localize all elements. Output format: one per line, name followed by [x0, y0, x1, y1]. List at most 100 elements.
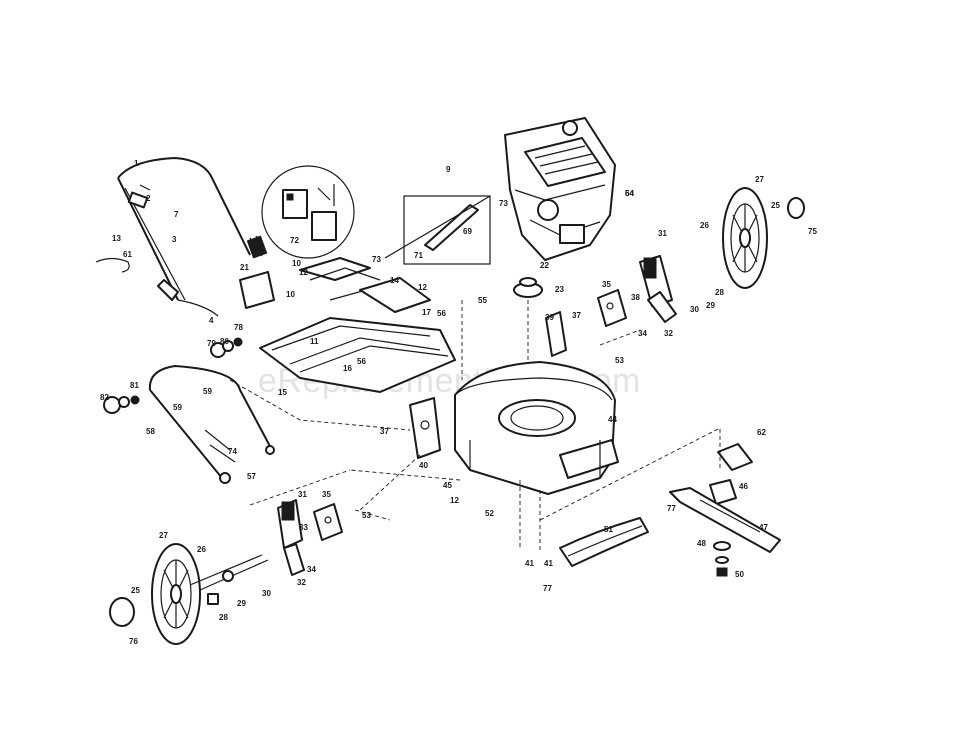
- callout-59-1: 59: [203, 387, 212, 396]
- callout-27-2: 27: [159, 531, 168, 540]
- callout-10-2: 10: [292, 259, 301, 268]
- callout-55: 55: [478, 296, 487, 305]
- callout-2: 2: [146, 194, 151, 203]
- rear-baffle: [559, 517, 649, 567]
- callout-15: 15: [278, 388, 287, 397]
- callout-53-2: 53: [362, 511, 371, 520]
- detail-circle: [261, 165, 355, 259]
- callout-64: 64: [625, 189, 634, 198]
- callout-76: 76: [129, 637, 138, 646]
- callout-30-2: 30: [262, 589, 271, 598]
- callout-56-1: 56: [437, 309, 446, 318]
- callout-21: 21: [240, 263, 249, 272]
- callout-9: 9: [446, 165, 451, 174]
- callout-47: 47: [759, 523, 768, 532]
- callout-32-2: 32: [297, 578, 306, 587]
- callout-74: 74: [228, 447, 237, 456]
- callout-37-2: 37: [380, 427, 389, 436]
- lower-handle: [148, 365, 275, 484]
- callout-26-1: 26: [700, 221, 709, 230]
- callout-81: 81: [130, 381, 139, 390]
- engine: [504, 117, 616, 261]
- callout-25-2: 25: [131, 586, 140, 595]
- callout-34-2: 34: [307, 565, 316, 574]
- callout-29-1: 29: [706, 301, 715, 310]
- blade-adapter: [709, 443, 753, 505]
- axle-lower: [189, 554, 269, 605]
- callout-12-3: 12: [450, 496, 459, 505]
- callout-38: 38: [631, 293, 640, 302]
- callout-10-1: 10: [286, 290, 295, 299]
- callout-12-2: 12: [418, 283, 427, 292]
- callout-39: 39: [545, 313, 554, 322]
- callout-31-1: 31: [658, 229, 667, 238]
- side-plate: [545, 311, 567, 357]
- callout-7: 7: [174, 210, 179, 219]
- callout-77-2: 77: [667, 504, 676, 513]
- callout-69: 69: [463, 227, 472, 236]
- callout-4: 4: [209, 316, 214, 325]
- callout-50: 50: [735, 570, 744, 579]
- battery-box: [239, 271, 275, 309]
- link-rod-box: [384, 195, 491, 265]
- callout-28-1: 28: [715, 288, 724, 297]
- front-wheel-left: [151, 543, 201, 645]
- bracket-lower: [313, 503, 343, 541]
- callout-11: 11: [310, 337, 319, 346]
- height-adjuster-upper: [639, 255, 677, 323]
- callout-41-2: 41: [544, 559, 553, 568]
- rear-wheel-right: [722, 187, 768, 289]
- callout-80: 80: [220, 337, 229, 346]
- callout-61: 61: [123, 250, 132, 259]
- callout-79: 79: [207, 339, 216, 348]
- callout-44: 44: [608, 415, 617, 424]
- callout-17: 17: [422, 308, 431, 317]
- callout-35-1: 35: [602, 280, 611, 289]
- callout-22: 22: [540, 261, 549, 270]
- callout-77-1: 77: [543, 584, 552, 593]
- callout-41-1: 41: [525, 559, 534, 568]
- callout-16: 16: [343, 364, 352, 373]
- callout-73-1: 73: [499, 199, 508, 208]
- callout-73-2: 73: [372, 255, 381, 264]
- callout-29-2: 29: [237, 599, 246, 608]
- callout-25-1: 25: [771, 201, 780, 210]
- mower-deck: [454, 361, 619, 495]
- callout-33: 33: [299, 523, 308, 532]
- callout-72: 72: [290, 236, 299, 245]
- callout-59-2: 59: [173, 403, 182, 412]
- drive-pulley: [513, 277, 543, 360]
- callout-57: 57: [247, 472, 256, 481]
- callout-56-2: 56: [357, 357, 366, 366]
- callout-52: 52: [485, 509, 494, 518]
- blade: [669, 487, 781, 553]
- callout-51: 51: [604, 525, 613, 534]
- front-bracket: [409, 397, 441, 459]
- callout-27-1: 27: [755, 175, 764, 184]
- callout-30-1: 30: [690, 305, 699, 314]
- callout-14: 14: [390, 276, 399, 285]
- callout-12-1: 12: [299, 268, 308, 277]
- blade-bolt-stack: [713, 541, 731, 577]
- callout-45: 45: [443, 481, 452, 490]
- callout-32-1: 32: [664, 329, 673, 338]
- callout-58: 58: [146, 427, 155, 436]
- callout-40: 40: [419, 461, 428, 470]
- height-adjuster-lower: [277, 499, 305, 576]
- hubcap-right: [787, 197, 805, 219]
- callout-34-1: 34: [638, 329, 647, 338]
- bracket-upper: [597, 289, 627, 327]
- callout-13: 13: [112, 234, 121, 243]
- callout-82: 82: [100, 393, 109, 402]
- callout-75: 75: [808, 227, 817, 236]
- knob-stack-left: [103, 395, 140, 414]
- callout-23: 23: [555, 285, 564, 294]
- callout-3: 3: [172, 235, 177, 244]
- upper-handle: [95, 157, 251, 317]
- bag-frame: [259, 257, 456, 393]
- callout-53-1: 53: [615, 356, 624, 365]
- callout-37-1: 37: [572, 311, 581, 320]
